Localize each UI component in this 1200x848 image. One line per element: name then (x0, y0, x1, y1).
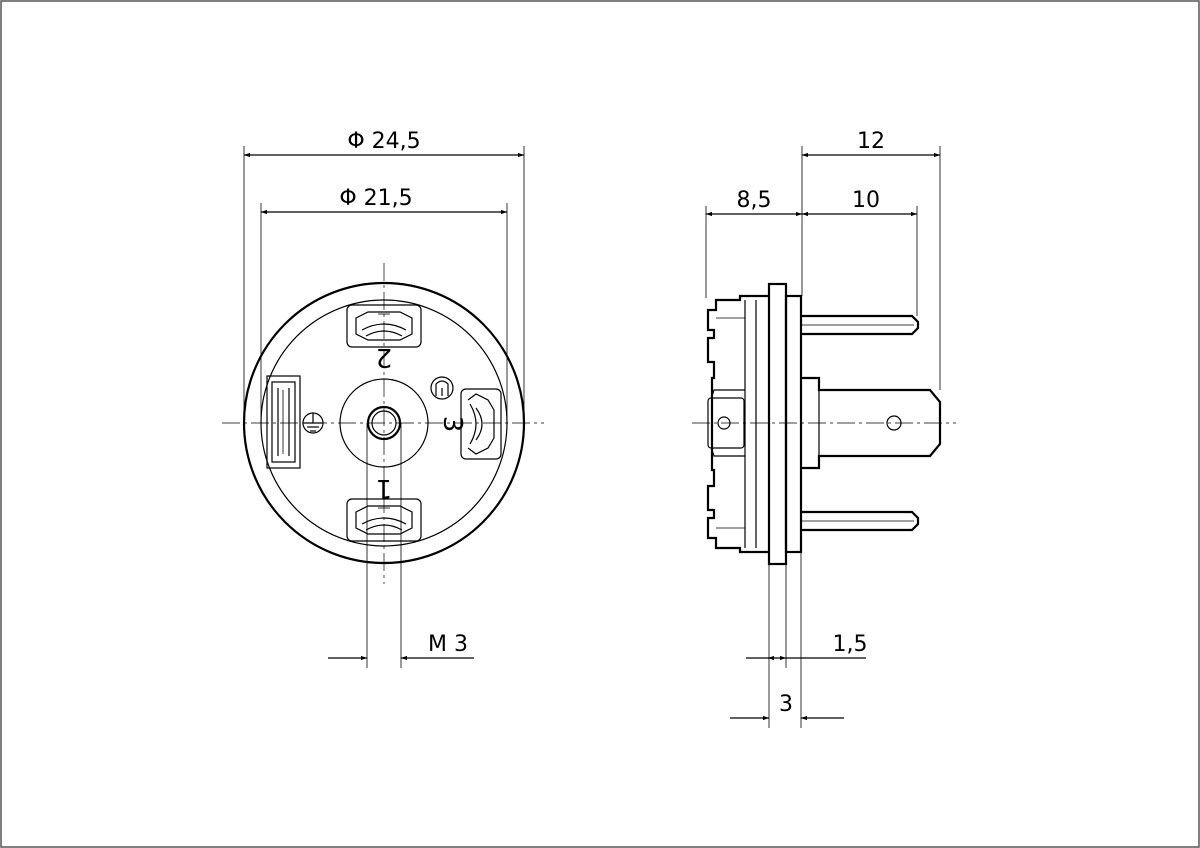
side-body (706, 294, 769, 554)
blade-pin-earth (801, 376, 942, 470)
screw-hole-outer (366, 405, 402, 441)
contact-pin-1 (346, 498, 422, 542)
dim-outer-diameter: Φ 24,5 (347, 129, 420, 154)
dim-thread: M 3 (428, 632, 468, 657)
blade-pin-lower (801, 510, 920, 532)
dim-body-length: 8,5 (737, 188, 772, 213)
blade-pin-upper (801, 314, 920, 336)
contact-ground (266, 375, 301, 469)
side-flange (767, 282, 788, 566)
side-plate (784, 294, 803, 554)
marking-symbol (430, 376, 454, 400)
dim-flange-width: 3 (779, 692, 793, 717)
pin-label-3: 3 (437, 416, 467, 433)
central-boss (339, 378, 429, 468)
front-view: 2 1 3 Φ 24,5 Φ 21,5 M 3 (222, 129, 544, 668)
contact-pin-3 (460, 388, 502, 460)
dim-total-length: 12 (857, 129, 885, 154)
locking-tab (707, 389, 745, 457)
ground-symbol (302, 412, 324, 434)
pin-label-2: 2 (376, 342, 393, 372)
dim-inner-diameter: Φ 21,5 (339, 186, 412, 211)
screw-hole-inner (371, 410, 397, 436)
earth-pin-hole (886, 415, 902, 431)
side-view: 12 8,5 10 1,5 3 (692, 129, 956, 728)
dim-pin-length: 10 (852, 188, 880, 213)
dim-flange-offset: 1,5 (833, 632, 868, 657)
contact-pin-2 (346, 304, 422, 348)
pin-label-1: 1 (376, 473, 393, 503)
